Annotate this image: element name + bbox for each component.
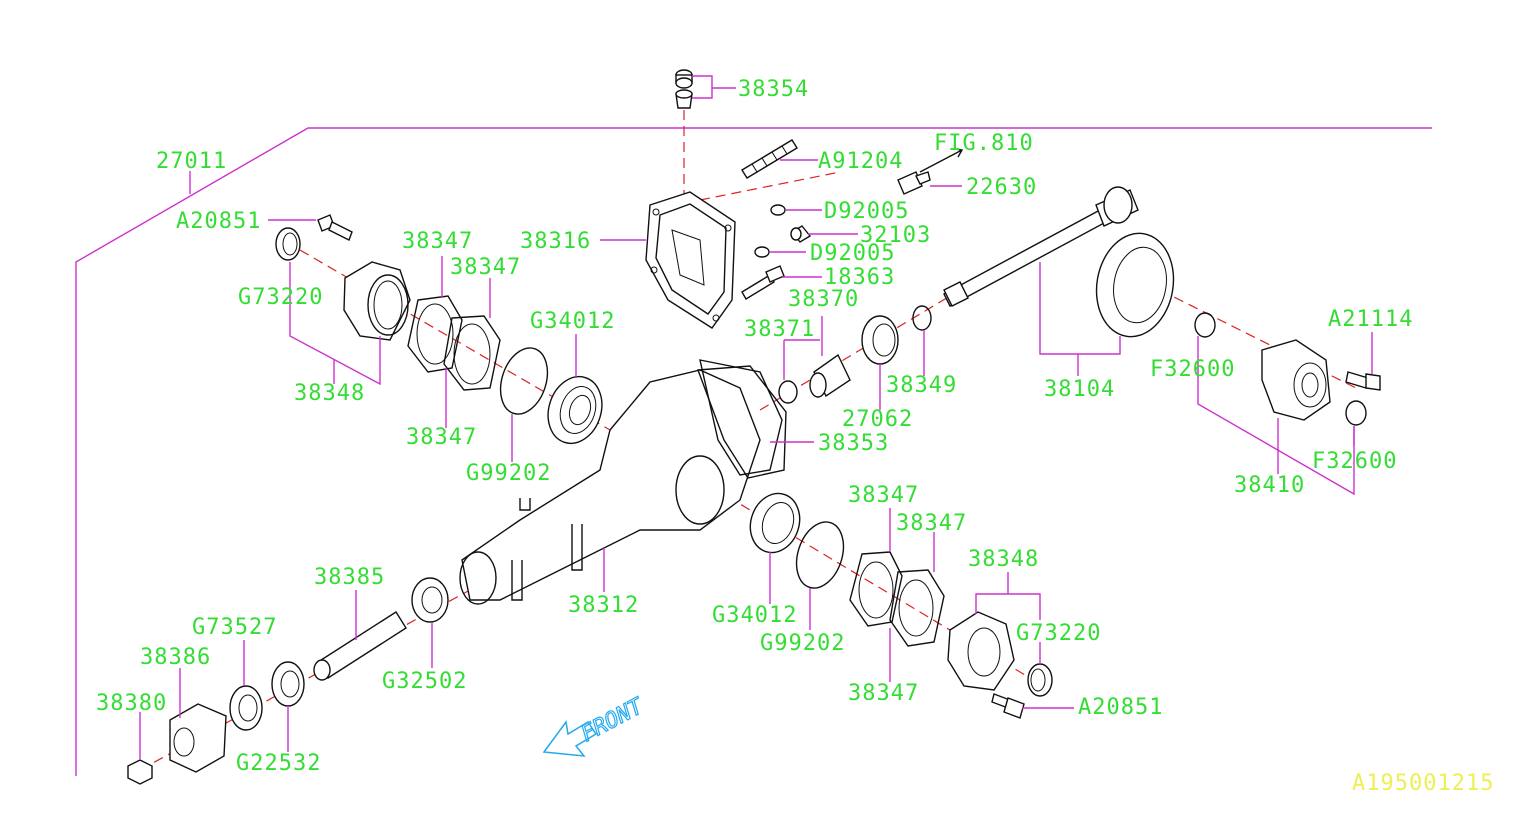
centerline-front-flange bbox=[139, 589, 471, 771]
nut-38380 bbox=[127, 759, 153, 785]
label-A20851-top: A20851 bbox=[176, 209, 261, 234]
label-38385: 38385 bbox=[314, 565, 385, 590]
o-ring-F32600-b bbox=[1345, 400, 1367, 426]
label-A20851-bot: A20851 bbox=[1078, 695, 1163, 720]
label-A21114: A21114 bbox=[1328, 307, 1413, 332]
ring-gear-38104 bbox=[1095, 232, 1175, 338]
label-G32502: G32502 bbox=[382, 669, 467, 694]
o-ring-F32600-a bbox=[1194, 312, 1216, 338]
label-G73527: G73527 bbox=[192, 615, 277, 640]
label-G99202-bot: G99202 bbox=[760, 631, 845, 656]
label-32103: 32103 bbox=[860, 223, 931, 248]
shim-38347-left-b bbox=[443, 315, 501, 391]
label-38349: 38349 bbox=[886, 373, 957, 398]
label-22630: 22630 bbox=[966, 175, 1037, 200]
label-G34012-bot: G34012 bbox=[712, 603, 797, 628]
label-38347-a: 38347 bbox=[402, 229, 473, 254]
label-38347-d: 38347 bbox=[848, 483, 919, 508]
washer-D92005-a bbox=[770, 204, 786, 216]
spacer-38385 bbox=[313, 611, 407, 681]
bolt-A20851-top bbox=[317, 214, 353, 241]
label-38410: 38410 bbox=[1234, 473, 1305, 498]
label-D92005-a: D92005 bbox=[824, 199, 909, 224]
label-38353: 38353 bbox=[818, 431, 889, 456]
shim-38347-left-a bbox=[407, 295, 463, 373]
label-38312: 38312 bbox=[568, 593, 639, 618]
plug-32103 bbox=[790, 225, 812, 243]
bolt-18363 bbox=[741, 265, 785, 300]
bolt-A21114 bbox=[1345, 371, 1381, 391]
plug-38354 bbox=[675, 69, 693, 109]
bearing-27062 bbox=[861, 315, 899, 365]
side-retainer-38348-left bbox=[343, 261, 411, 341]
flange-38386 bbox=[169, 703, 227, 773]
front-direction-indicator: FRONT bbox=[542, 693, 649, 757]
label-G34012-top: G34012 bbox=[530, 309, 615, 334]
label-38354: 38354 bbox=[738, 77, 809, 102]
centerline-diff-case bbox=[1159, 289, 1361, 391]
rear-cover-38316 bbox=[645, 191, 736, 329]
o-ring-G99202-bot bbox=[795, 521, 845, 589]
label-38386: 38386 bbox=[140, 645, 211, 670]
oil-seal-G73527 bbox=[229, 685, 263, 731]
oil-seal-G73220-right bbox=[1027, 663, 1053, 697]
label-38371: 38371 bbox=[744, 317, 815, 342]
label-G99202-top: G99202 bbox=[466, 461, 551, 486]
shim-38347-right-a bbox=[849, 551, 903, 627]
label-38370: 38370 bbox=[788, 287, 859, 312]
label-38316: 38316 bbox=[520, 229, 591, 254]
label-A91204: A91204 bbox=[818, 149, 903, 174]
pinion-shaft-38104 bbox=[943, 186, 1139, 307]
leader-lines bbox=[139, 75, 1373, 760]
diagram-code: A195001215 bbox=[1352, 771, 1494, 796]
o-ring-G99202-top bbox=[499, 347, 549, 415]
label-38348-left: 38348 bbox=[294, 381, 365, 406]
label-38347-e: 38347 bbox=[896, 511, 967, 536]
breather-22630 bbox=[897, 171, 931, 195]
bearing-G34012-bot bbox=[749, 492, 801, 554]
front-label: FRONT bbox=[577, 693, 649, 747]
label-D92005-b: D92005 bbox=[810, 241, 895, 266]
label-G73220-right: G73220 bbox=[1016, 621, 1101, 646]
label-fig810: FIG.810 bbox=[934, 131, 1034, 156]
label-38104: 38104 bbox=[1044, 377, 1115, 402]
shim-38347-right-b bbox=[889, 569, 945, 647]
centerline-left-side bbox=[299, 249, 611, 431]
label-18363: 18363 bbox=[824, 265, 895, 290]
stud-bolt-A91204 bbox=[741, 139, 798, 179]
side-retainer-38348-right bbox=[947, 611, 1015, 691]
label-38348-right: 38348 bbox=[968, 547, 1039, 572]
label-27011: 27011 bbox=[156, 149, 227, 174]
washer-38371 bbox=[778, 380, 798, 404]
bearing-G22532 bbox=[271, 661, 305, 707]
assembly-boundary-line bbox=[75, 127, 1432, 776]
oil-seal-G73220-left bbox=[275, 227, 301, 261]
bolt-A20851-bot bbox=[991, 693, 1025, 719]
washer-D92005-b bbox=[754, 246, 770, 258]
washer-38349 bbox=[912, 305, 932, 331]
bearing-G34012-top bbox=[547, 375, 603, 445]
label-G22532: G22532 bbox=[236, 751, 321, 776]
label-38347-c: 38347 bbox=[406, 425, 477, 450]
spacer-38370 bbox=[809, 353, 851, 398]
diff-housing-38312 bbox=[459, 359, 783, 605]
label-G73220-left: G73220 bbox=[238, 285, 323, 310]
label-38347-f: 38347 bbox=[848, 681, 919, 706]
diff-case-38410 bbox=[1261, 339, 1331, 421]
label-38347-b: 38347 bbox=[450, 255, 521, 280]
label-38380: 38380 bbox=[96, 691, 167, 716]
bearing-G32502 bbox=[411, 577, 449, 623]
label-F32600-b: F32600 bbox=[1312, 449, 1397, 474]
gasket-38353 bbox=[697, 365, 787, 479]
centerline-cover-bolts bbox=[699, 171, 841, 201]
arrow-fig810 bbox=[919, 148, 964, 173]
label-F32600-a: F32600 bbox=[1150, 357, 1235, 382]
label-27062: 27062 bbox=[842, 407, 913, 432]
